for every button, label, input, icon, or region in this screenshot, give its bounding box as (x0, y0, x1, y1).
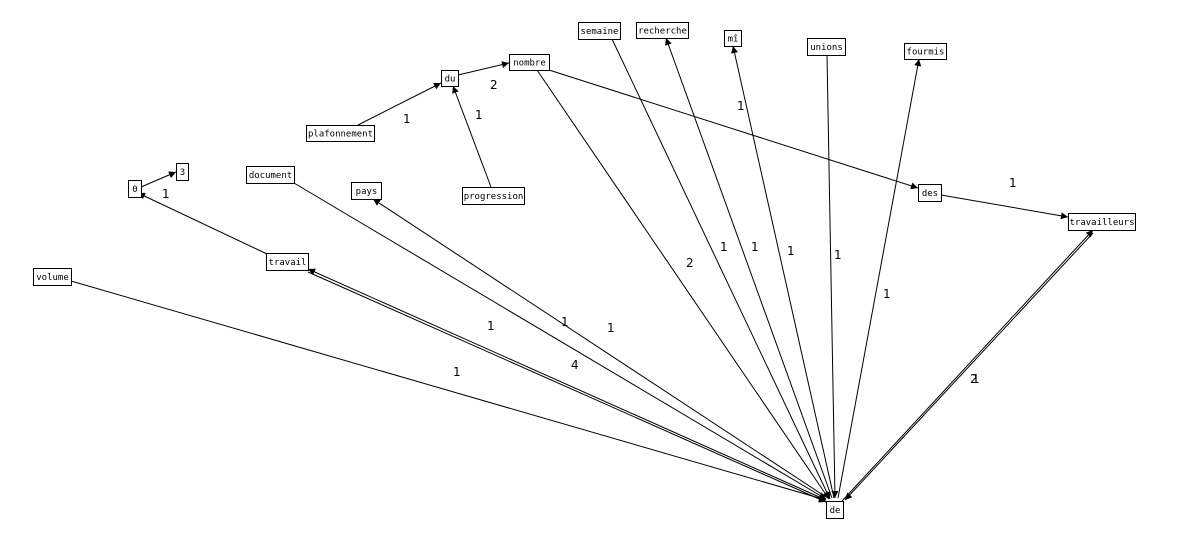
node-unions[interactable]: unions (807, 38, 846, 56)
node-label: semaine (581, 27, 619, 37)
edge-weight-de-to-travailleurs: 2 (970, 372, 978, 386)
node-label: progression (464, 192, 524, 202)
node-des[interactable]: des (918, 184, 942, 202)
edge-de-to-recherche (665, 37, 833, 499)
edge-weight-semaine-to-de: 1 (720, 240, 728, 254)
edge-weight-document-to-de: 1 (487, 319, 495, 333)
node-mi[interactable]: mî (724, 30, 742, 47)
node-label: recherche (638, 27, 687, 37)
edge-weight-unions-to-de: 1 (834, 248, 842, 262)
node-zero[interactable]: 0 (128, 180, 142, 198)
node-volume[interactable]: volume (33, 268, 72, 286)
node-de[interactable]: de (826, 501, 844, 519)
node-box (266, 253, 309, 271)
edge-des-to-travailleurs (940, 194, 1069, 220)
edge-de-to-pays (372, 198, 827, 498)
edge-weight-de-to-pays: 1 (561, 315, 569, 329)
node-box (826, 501, 844, 519)
node-label: travail (269, 258, 307, 268)
node-box (1068, 213, 1136, 231)
node-box (462, 187, 525, 205)
node-box (807, 38, 846, 56)
edge-weight-de-to-travail: 4 (571, 358, 579, 372)
edge-weight-de-to-mi: 1 (787, 244, 795, 258)
node-box (918, 184, 942, 202)
edge-du-to-nombre (457, 61, 510, 76)
edge-weight-de-to-fourmis: 1 (883, 287, 891, 301)
node-box (351, 182, 382, 200)
edge-weight-de-to-recherche: 1 (751, 240, 759, 254)
node-label: document (249, 171, 292, 181)
node-label: 3 (180, 168, 185, 178)
edge-weight-progression-to-du: 1 (475, 108, 483, 122)
node-label: des (922, 189, 938, 199)
node-label: de (830, 506, 841, 516)
node-label: pays (356, 187, 378, 197)
edges-layer (70, 37, 1094, 503)
edge-weight-des-to-travailleurs: 1 (1009, 176, 1017, 190)
edge-nombre-to-de (536, 69, 830, 500)
edge-plafonnement-to-du (357, 82, 442, 126)
edge-weight-plafonnement-to-du: 1 (403, 112, 411, 126)
edge-nombre-to-des (548, 69, 919, 190)
edge-weight-volume-to-de: 1 (453, 365, 461, 379)
node-recherche[interactable]: recherche (636, 22, 689, 39)
edge-travail-to-zero (137, 192, 268, 255)
node-box (636, 22, 689, 39)
node-fourmis[interactable]: fourmis (904, 43, 947, 60)
node-box (176, 163, 189, 181)
edge-zero-to-trois (140, 171, 177, 188)
edge-weight-travail-to-zero: 1 (162, 187, 170, 201)
edge-document-to-de (293, 182, 827, 500)
edge-weight-travail-to-de: 1 (607, 321, 615, 335)
node-label: plafonnement (308, 130, 373, 140)
node-box (724, 30, 742, 47)
edge-travailleurs-to-de (844, 232, 1094, 501)
edge-de-to-travail (307, 268, 827, 501)
edge-weight-du-to-nombre: 2 (490, 78, 498, 92)
node-label: nombre (513, 59, 546, 69)
node-travailleurs[interactable]: travailleurs (1068, 213, 1136, 231)
node-box (33, 268, 72, 286)
edge-semaine-to-de (611, 38, 831, 500)
node-box (441, 70, 459, 87)
node-box (578, 22, 621, 40)
node-plafonnement[interactable]: plafonnement (306, 125, 375, 142)
node-label: du (445, 75, 456, 85)
node-travail[interactable]: travail (266, 253, 309, 271)
edge-de-to-mi (731, 45, 835, 499)
edge-weight-travailleurs-to-de: 1 (972, 372, 980, 386)
edge-de-to-fourmis (837, 58, 922, 499)
node-box (509, 54, 550, 71)
node-pays[interactable]: pays (351, 182, 382, 200)
node-nombre[interactable]: nombre (509, 54, 550, 71)
node-semaine[interactable]: semaine (578, 22, 621, 40)
edge-weight-nombre-to-des: 1 (737, 99, 745, 113)
node-box (128, 180, 142, 198)
edge-de-to-travailleurs (841, 229, 1094, 502)
node-label: 0 (132, 185, 137, 195)
node-label: unions (810, 43, 843, 53)
edge-volume-to-de (70, 280, 827, 502)
edge-travail-to-de (307, 271, 827, 503)
node-box (306, 125, 375, 142)
node-label: mî (728, 35, 739, 45)
node-label: volume (36, 273, 69, 283)
node-trois[interactable]: 3 (176, 163, 189, 181)
node-box (246, 166, 295, 184)
nodes-layer: du nombre plafonnement progression semaine re… (33, 22, 1136, 519)
edge-progression-to-du (452, 85, 492, 188)
edge-unions-to-de (826, 54, 839, 499)
node-du[interactable]: du (441, 70, 459, 87)
node-box (904, 43, 947, 60)
edge-weight-nombre-to-de: 2 (686, 256, 694, 270)
node-label: travailleurs (1069, 218, 1134, 228)
node-label: fourmis (907, 48, 945, 58)
node-progression[interactable]: progression (462, 187, 525, 205)
node-document[interactable]: document (246, 166, 295, 184)
